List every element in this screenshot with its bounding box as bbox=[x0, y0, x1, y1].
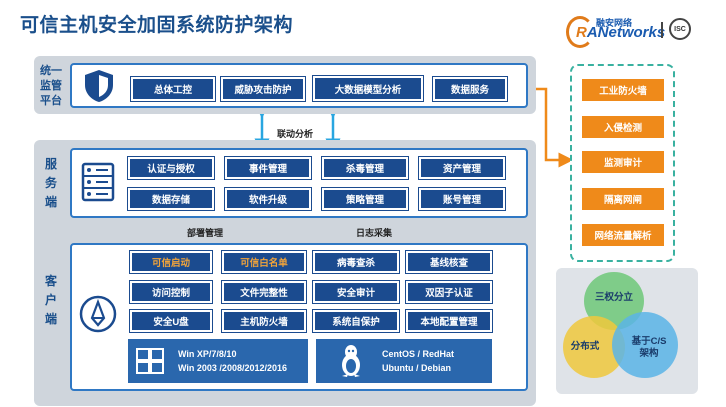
client-button-access-control[interactable]: 访问控制 bbox=[130, 281, 212, 303]
client-button-virus-scan[interactable]: 病毒查杀 bbox=[313, 251, 399, 273]
client-button-local-config[interactable]: 本地配置管理 bbox=[406, 310, 492, 332]
logo-separator bbox=[661, 22, 663, 38]
windows-icon bbox=[136, 348, 164, 374]
os-windows-line1: Win XP/7/8/10 bbox=[178, 349, 237, 359]
shield-icon bbox=[82, 68, 116, 104]
tool-industrial-firewall[interactable]: 工业防火墙 bbox=[582, 79, 664, 101]
client-button-self-protect[interactable]: 系统自保护 bbox=[313, 310, 399, 332]
venn-circle-right bbox=[612, 312, 678, 378]
tool-monitor-audit[interactable]: 监测审计 bbox=[582, 151, 664, 173]
logo-top-text: 融安网络 bbox=[596, 18, 633, 28]
server-button-antivirus[interactable]: 杀毒管理 bbox=[322, 157, 408, 179]
client-button-audit[interactable]: 安全审计 bbox=[313, 281, 399, 303]
os-linux-line1: CentOS / RedHat bbox=[382, 349, 455, 359]
client-button-2fa[interactable]: 双因子认证 bbox=[406, 281, 492, 303]
client-label: 客 户 端 bbox=[44, 274, 57, 326]
server-rack-icon bbox=[80, 162, 116, 202]
linux-penguin-icon bbox=[338, 344, 364, 378]
os-windows-box: Win XP/7/8/10 Win 2003 /2008/2012/2016 bbox=[128, 339, 308, 383]
tool-intrusion-detection[interactable]: 入侵检测 bbox=[582, 116, 664, 138]
os-linux-box: CentOS / RedHat Ubuntu / Debian bbox=[316, 339, 492, 383]
compass-icon bbox=[78, 294, 118, 334]
server-button-auth[interactable]: 认证与授权 bbox=[128, 157, 214, 179]
link-label-deploy: 部署管理 bbox=[187, 228, 224, 238]
server-button-upgrade[interactable]: 软件升级 bbox=[225, 188, 311, 210]
client-button-file-integrity[interactable]: 文件完整性 bbox=[222, 281, 306, 303]
os-windows-line2: Win 2003 /2008/2012/2016 bbox=[178, 363, 288, 373]
page-title: 可信主机安全加固系统防护架构 bbox=[20, 15, 294, 36]
platform-button-1[interactable]: 总体工控 bbox=[131, 77, 215, 101]
client-button-secure-usb[interactable]: 安全U盘 bbox=[130, 310, 212, 332]
server-button-event[interactable]: 事件管理 bbox=[225, 157, 311, 179]
server-button-account[interactable]: 账号管理 bbox=[419, 188, 505, 210]
link-label-analysis: 联动分析 bbox=[277, 129, 314, 139]
venn-label-top: 三权分立 bbox=[594, 292, 633, 303]
client-button-host-firewall[interactable]: 主机防火墙 bbox=[222, 310, 306, 332]
server-button-storage[interactable]: 数据存储 bbox=[128, 188, 214, 210]
server-label: 服 务 端 bbox=[44, 157, 57, 209]
platform-button-2[interactable]: 威胁攻击防护 bbox=[221, 77, 305, 101]
logo-rest: ANetworks bbox=[586, 24, 666, 41]
platform-label: 统一 监管 平台 bbox=[40, 65, 62, 107]
client-button-baseline[interactable]: 基线核查 bbox=[406, 251, 492, 273]
client-button-whitelist[interactable]: 可信白名单 bbox=[222, 251, 306, 273]
company-logo: 融安网络 RANetworks bbox=[566, 14, 665, 48]
server-button-asset[interactable]: 资产管理 bbox=[419, 157, 505, 179]
link-label-log: 日志采集 bbox=[356, 228, 393, 238]
tool-isolation-gateway[interactable]: 隔离网闸 bbox=[582, 188, 664, 210]
os-linux-line2: Ubuntu / Debian bbox=[382, 363, 451, 373]
venn-label-right: 基于C/S 架构 bbox=[631, 336, 667, 359]
platform-button-4[interactable]: 数据服务 bbox=[433, 77, 507, 101]
platform-button-3[interactable]: 大数据模型分析 bbox=[313, 76, 423, 101]
server-button-policy[interactable]: 策略管理 bbox=[322, 188, 408, 210]
logo-swirl-icon bbox=[566, 16, 594, 48]
client-button-trusted-boot[interactable]: 可信启动 bbox=[130, 251, 212, 273]
isc-badge: ISC bbox=[669, 18, 691, 40]
logo-main-text: RANetworks bbox=[576, 24, 665, 41]
venn-label-left: 分布式 bbox=[570, 341, 600, 352]
logo-r: R bbox=[576, 24, 587, 41]
tool-traffic-analysis[interactable]: 网络流量解析 bbox=[582, 224, 664, 246]
